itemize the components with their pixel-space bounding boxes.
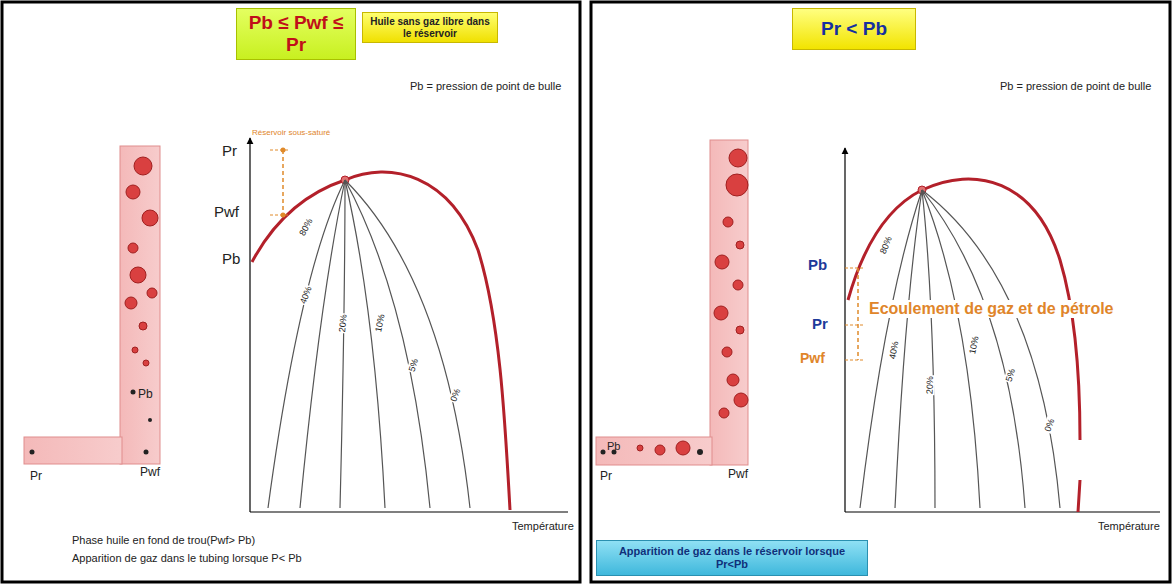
pressure-label: Pb bbox=[138, 388, 153, 402]
well-sketch bbox=[24, 146, 160, 464]
box-text: Apparition de gaz dans le réservoir lors… bbox=[603, 545, 861, 570]
axis-title: Température bbox=[1098, 520, 1160, 533]
axis-label: Pwf bbox=[800, 350, 825, 366]
well-sketch bbox=[596, 140, 748, 465]
axis-label: Pb bbox=[808, 256, 827, 273]
quality-label: 20% bbox=[924, 375, 935, 395]
pressure-label: Pwf bbox=[728, 468, 748, 482]
box-text: Huile sans gaz libre dans le réservoir bbox=[369, 16, 491, 39]
panel-frame bbox=[591, 2, 1170, 582]
axis-label: Pr bbox=[222, 142, 237, 159]
axis-label: Pr bbox=[812, 315, 828, 332]
note-box: Apparition de gaz dans le réservoir lors… bbox=[596, 540, 868, 576]
quality-label: 20% bbox=[337, 313, 349, 334]
pressure-label: Pr bbox=[600, 470, 612, 484]
region-label: Ecoulement de gaz et de pétrole bbox=[868, 300, 1115, 318]
phase-diagram bbox=[845, 148, 1160, 512]
note-text: Pb = pression de point de bulle bbox=[410, 80, 561, 93]
title-box: Pr < Pb bbox=[792, 8, 916, 50]
box-text: Pr < Pb bbox=[821, 18, 887, 40]
axis-title: Température bbox=[512, 520, 574, 533]
note-text: Apparition de gaz dans le tubing lorsque… bbox=[72, 552, 302, 565]
pressure-label: Pb bbox=[607, 440, 620, 453]
panel-frame bbox=[2, 2, 580, 582]
note-text: Phase huile en fond de trou(Pwf> Pb) bbox=[72, 534, 255, 547]
pressure-label: Pwf bbox=[140, 466, 160, 480]
box-text: Pb ≤ Pwf ≤ Pr bbox=[243, 12, 349, 56]
phase-diagram bbox=[250, 138, 568, 512]
axis-label: Pwf bbox=[214, 203, 239, 220]
note-box: Huile sans gaz libre dans le réservoir bbox=[362, 12, 498, 43]
note-text: Pb = pression de point de bulle bbox=[1000, 80, 1151, 93]
pressure-label: Pr bbox=[30, 470, 42, 484]
axis-label: Pb bbox=[222, 250, 240, 267]
title-box: Pb ≤ Pwf ≤ Pr bbox=[236, 8, 356, 60]
region-label: Réservoir sous-saturé bbox=[252, 128, 330, 137]
